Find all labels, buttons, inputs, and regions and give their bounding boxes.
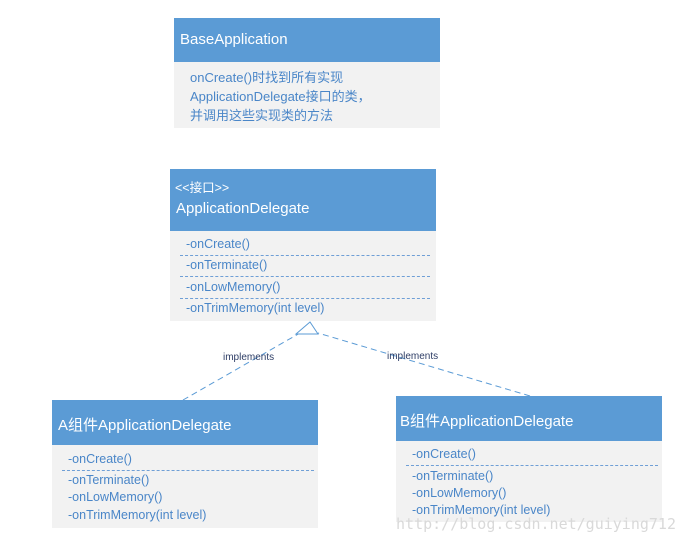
implements-label-left: implements <box>223 352 275 363</box>
base-application-body: onCreate()时找到所有实现 ApplicationDelegate接口的… <box>174 62 440 128</box>
realization-line-b <box>317 332 531 397</box>
method-separator <box>180 298 430 299</box>
b-component-delegate-class: B组件ApplicationDelegate -onCreate() -onTe… <box>396 396 662 522</box>
method-item: -onLowMemory() <box>68 490 163 504</box>
method-item: -onTrimMemory(int level) <box>412 503 551 517</box>
realization-arrowhead <box>294 321 319 335</box>
method-item: -onTrimMemory(int level) <box>68 508 207 522</box>
method-item: -onLowMemory() <box>412 486 507 500</box>
description-line: 并调用这些实现类的方法 <box>190 108 334 123</box>
implements-label-right: implements <box>387 351 439 362</box>
method-item: -onCreate() <box>412 447 476 461</box>
a-component-header: A组件ApplicationDelegate <box>52 400 318 445</box>
method-item: -onLowMemory() <box>186 280 281 294</box>
base-application-title: BaseApplication <box>180 31 288 48</box>
application-delegate-interface: <<接口>> ApplicationDelegate -onCreate() -… <box>170 169 436 321</box>
a-component-methods: -onCreate() -onTerminate() -onLowMemory(… <box>52 445 318 528</box>
a-component-title: A组件ApplicationDelegate <box>58 417 232 434</box>
method-item: -onTerminate() <box>68 473 150 487</box>
realization-line-a <box>182 332 301 401</box>
interface-methods: -onCreate() -onTerminate() -onLowMemory(… <box>170 231 436 321</box>
method-separator <box>62 470 314 471</box>
method-item: -onCreate() <box>186 237 250 251</box>
b-component-title: B组件ApplicationDelegate <box>400 413 574 430</box>
watermark: http://blog.csdn.net/guiying712 <box>396 515 676 533</box>
base-application-header: BaseApplication <box>174 18 440 62</box>
a-component-delegate-class: A组件ApplicationDelegate -onCreate() -onTe… <box>52 400 318 528</box>
interface-stereotype: <<接口>> <box>175 181 230 195</box>
method-item: -onTrimMemory(int level) <box>186 301 325 315</box>
method-item: -onTerminate() <box>186 258 268 272</box>
method-separator <box>180 255 430 256</box>
b-component-methods: -onCreate() -onTerminate() -onLowMemory(… <box>396 441 662 522</box>
b-component-header: B组件ApplicationDelegate <box>396 396 662 441</box>
method-separator <box>180 276 430 277</box>
base-application-class: BaseApplication onCreate()时找到所有实现 Applic… <box>174 18 440 128</box>
method-item: -onTerminate() <box>412 469 494 483</box>
interface-header: <<接口>> ApplicationDelegate <box>170 169 436 231</box>
method-separator <box>406 465 658 466</box>
base-application-description: onCreate()时找到所有实现 ApplicationDelegate接口的… <box>190 68 371 125</box>
description-line: ApplicationDelegate接口的类， <box>190 89 371 104</box>
interface-title: ApplicationDelegate <box>176 200 310 217</box>
description-line: onCreate()时找到所有实现 <box>190 70 344 85</box>
method-item: -onCreate() <box>68 452 132 466</box>
